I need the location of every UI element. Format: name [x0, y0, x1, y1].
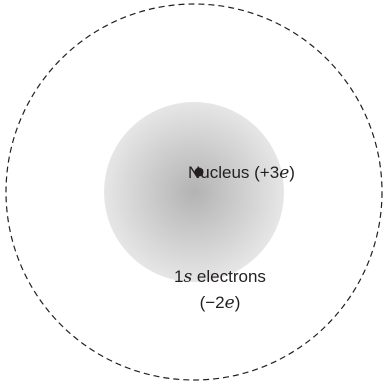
electrons-label: 1s electrons — [174, 267, 266, 287]
electrons-charge: (−2e) — [200, 293, 241, 313]
1s-electron-cloud — [104, 102, 284, 282]
nucleus-label: Nucleus (+3e) — [188, 163, 295, 183]
